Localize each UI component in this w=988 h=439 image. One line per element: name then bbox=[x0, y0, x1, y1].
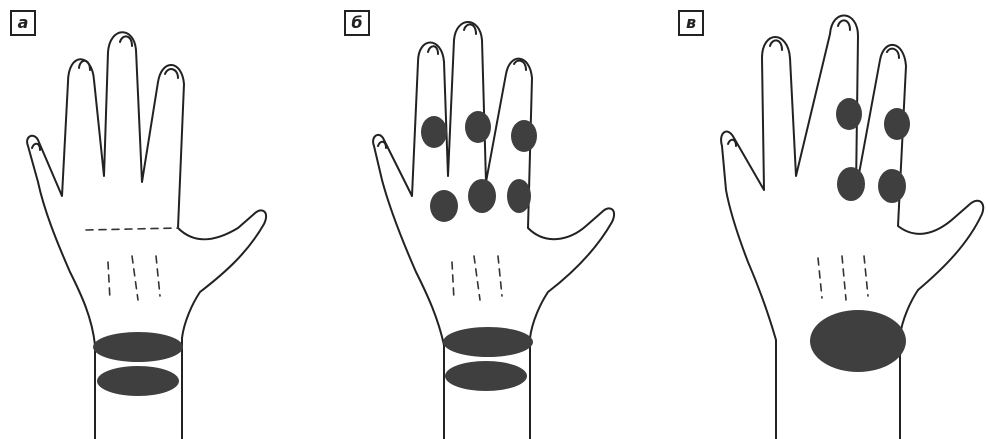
knuckle-marks bbox=[452, 256, 502, 300]
panel-label: а bbox=[10, 10, 36, 36]
panel-v: в bbox=[668, 0, 988, 439]
wrist-band-lower bbox=[97, 366, 179, 396]
panel-label: в bbox=[678, 10, 704, 36]
knuckle-marks bbox=[86, 228, 178, 300]
panel-b: б bbox=[334, 0, 654, 439]
wrist-joint-area bbox=[810, 310, 906, 372]
wrist-band-upper bbox=[93, 332, 183, 362]
hand-diagram-a bbox=[0, 0, 320, 439]
wrist-band-upper bbox=[443, 327, 533, 357]
panel-label: б bbox=[344, 10, 370, 36]
wrist-band-lower bbox=[445, 361, 527, 391]
joint-dot bbox=[837, 167, 865, 201]
joint-dot bbox=[468, 179, 496, 213]
hand-diagram-b bbox=[334, 0, 654, 439]
joint-dot bbox=[430, 190, 458, 222]
hand-diagram-v bbox=[668, 0, 988, 439]
joint-dot bbox=[878, 169, 906, 203]
joint-dot bbox=[511, 120, 537, 152]
joint-dot bbox=[836, 98, 862, 130]
joint-dot bbox=[465, 111, 491, 143]
knuckle-marks bbox=[818, 256, 868, 300]
joint-dot bbox=[884, 108, 910, 140]
joint-dot bbox=[507, 179, 531, 213]
hand-outline bbox=[721, 15, 983, 439]
panel-a: а bbox=[0, 0, 320, 439]
joint-dot bbox=[421, 116, 447, 148]
